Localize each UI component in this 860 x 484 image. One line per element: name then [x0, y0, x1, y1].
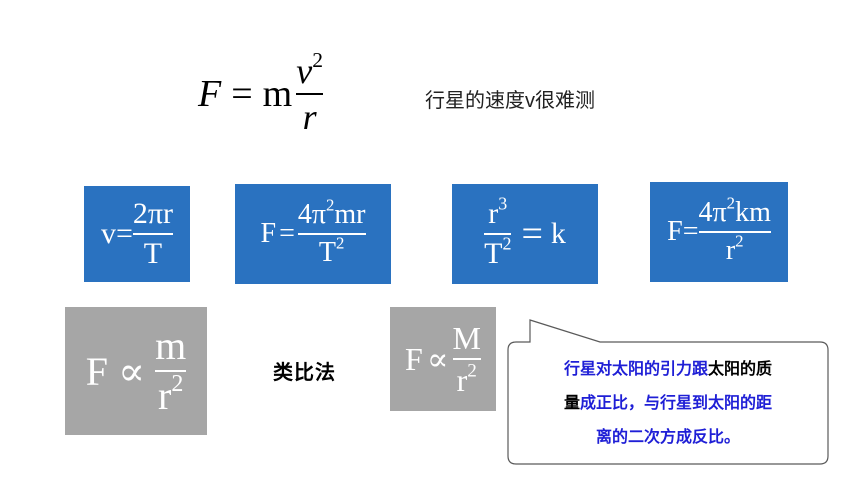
velocity-note: 行星的速度v很难测: [425, 90, 595, 112]
box-fraction: m r2: [155, 323, 187, 418]
box-num-exp: 2: [326, 195, 335, 215]
box-eq: =: [521, 213, 543, 255]
box-eq: =: [279, 218, 295, 249]
box-fraction: 2πr T: [132, 197, 174, 270]
box-den-exp: 2: [502, 233, 512, 254]
box-num-exp: 2: [726, 193, 736, 213]
formula-numerator: v: [296, 51, 313, 92]
box-denominator: r: [157, 372, 172, 418]
box-numerator: M: [452, 320, 481, 357]
callout-text: 行星对太阳的引力跟太阳的质 量成正比，与行星到太阳的距 离的二次方成反比。: [508, 352, 828, 454]
callout-line2-blue: 成正比，与行星到太阳的距: [580, 393, 773, 412]
callout-line-1: 行星对太阳的引力跟太阳的质: [508, 352, 828, 386]
box-lhs: F: [405, 340, 423, 377]
box-velocity-formula: v= 2πr T: [84, 186, 190, 282]
box-num-tail: mr: [334, 199, 366, 231]
fraction-bar: [452, 358, 481, 360]
formula-fraction: v2 r: [296, 49, 323, 137]
box-denominator: T: [318, 236, 337, 268]
box-proportional-sun-mass: F ∝ M r2: [390, 307, 496, 411]
box-num-tail: km: [735, 197, 771, 229]
callout-line-2: 量成正比，与行星到太阳的距: [508, 386, 828, 420]
box-force-kepler-formula: F= 4π2km r2: [650, 182, 788, 282]
callout-line2-black: 量: [563, 393, 580, 412]
box-force-period-formula: F = 4π2mr T2: [235, 184, 391, 284]
formula-eq: =: [231, 73, 253, 115]
box-numerator: 2πr: [132, 197, 174, 231]
box-den-exp: 2: [735, 231, 744, 251]
box-numerator: m: [155, 323, 187, 369]
box-lhs: F=: [667, 216, 699, 247]
box-num-coef: 4π: [698, 197, 727, 229]
formula-mass: m: [262, 73, 293, 115]
box-denominator: T: [143, 236, 163, 270]
box-rhs: k: [550, 217, 566, 250]
box-denominator: T: [484, 236, 503, 270]
callout-line-3: 离的二次方成反比。: [595, 427, 740, 446]
box-kepler-third-law: r3 T2 = k: [452, 184, 598, 284]
box-lhs: v=: [100, 217, 133, 250]
fraction-bar: [297, 233, 366, 235]
box-num-coef: 4π: [297, 199, 326, 231]
box-proportional-planet-mass: F ∝ m r2: [65, 307, 207, 435]
box-lhs: F: [85, 348, 109, 394]
box-lhs: F: [260, 218, 277, 249]
box-num-exp: 3: [498, 193, 508, 214]
formula-num-exp: 2: [312, 48, 323, 73]
fraction-bar: [296, 93, 323, 95]
box-fraction: 4π2mr T2: [297, 197, 366, 268]
box-den-exp: 2: [171, 370, 184, 397]
callout-line1-blue: 行星对太阳的引力跟: [563, 359, 708, 378]
top-formula: F = m v2 r: [198, 48, 323, 140]
box-proportional: ∝: [426, 341, 449, 377]
formula-denominator: r: [302, 96, 317, 137]
fraction-bar: [132, 233, 174, 235]
box-den-exp: 2: [467, 360, 477, 382]
fraction-bar: [484, 233, 512, 235]
box-denominator: r: [456, 361, 468, 398]
box-fraction: M r2: [452, 320, 481, 398]
analogy-method-label: 类比法: [273, 360, 336, 384]
formula-lhs: F: [198, 73, 222, 115]
box-den-exp: 2: [336, 233, 345, 253]
fraction-bar: [155, 370, 187, 372]
box-denominator: r: [725, 234, 736, 266]
fraction-bar: [698, 231, 771, 233]
box-numerator: r: [488, 197, 499, 231]
box-proportional: ∝: [118, 348, 146, 394]
box-fraction: r3 T2: [484, 195, 512, 270]
box-fraction: 4π2km r2: [698, 195, 771, 266]
callout-line1-black: 太阳的质: [708, 359, 773, 378]
